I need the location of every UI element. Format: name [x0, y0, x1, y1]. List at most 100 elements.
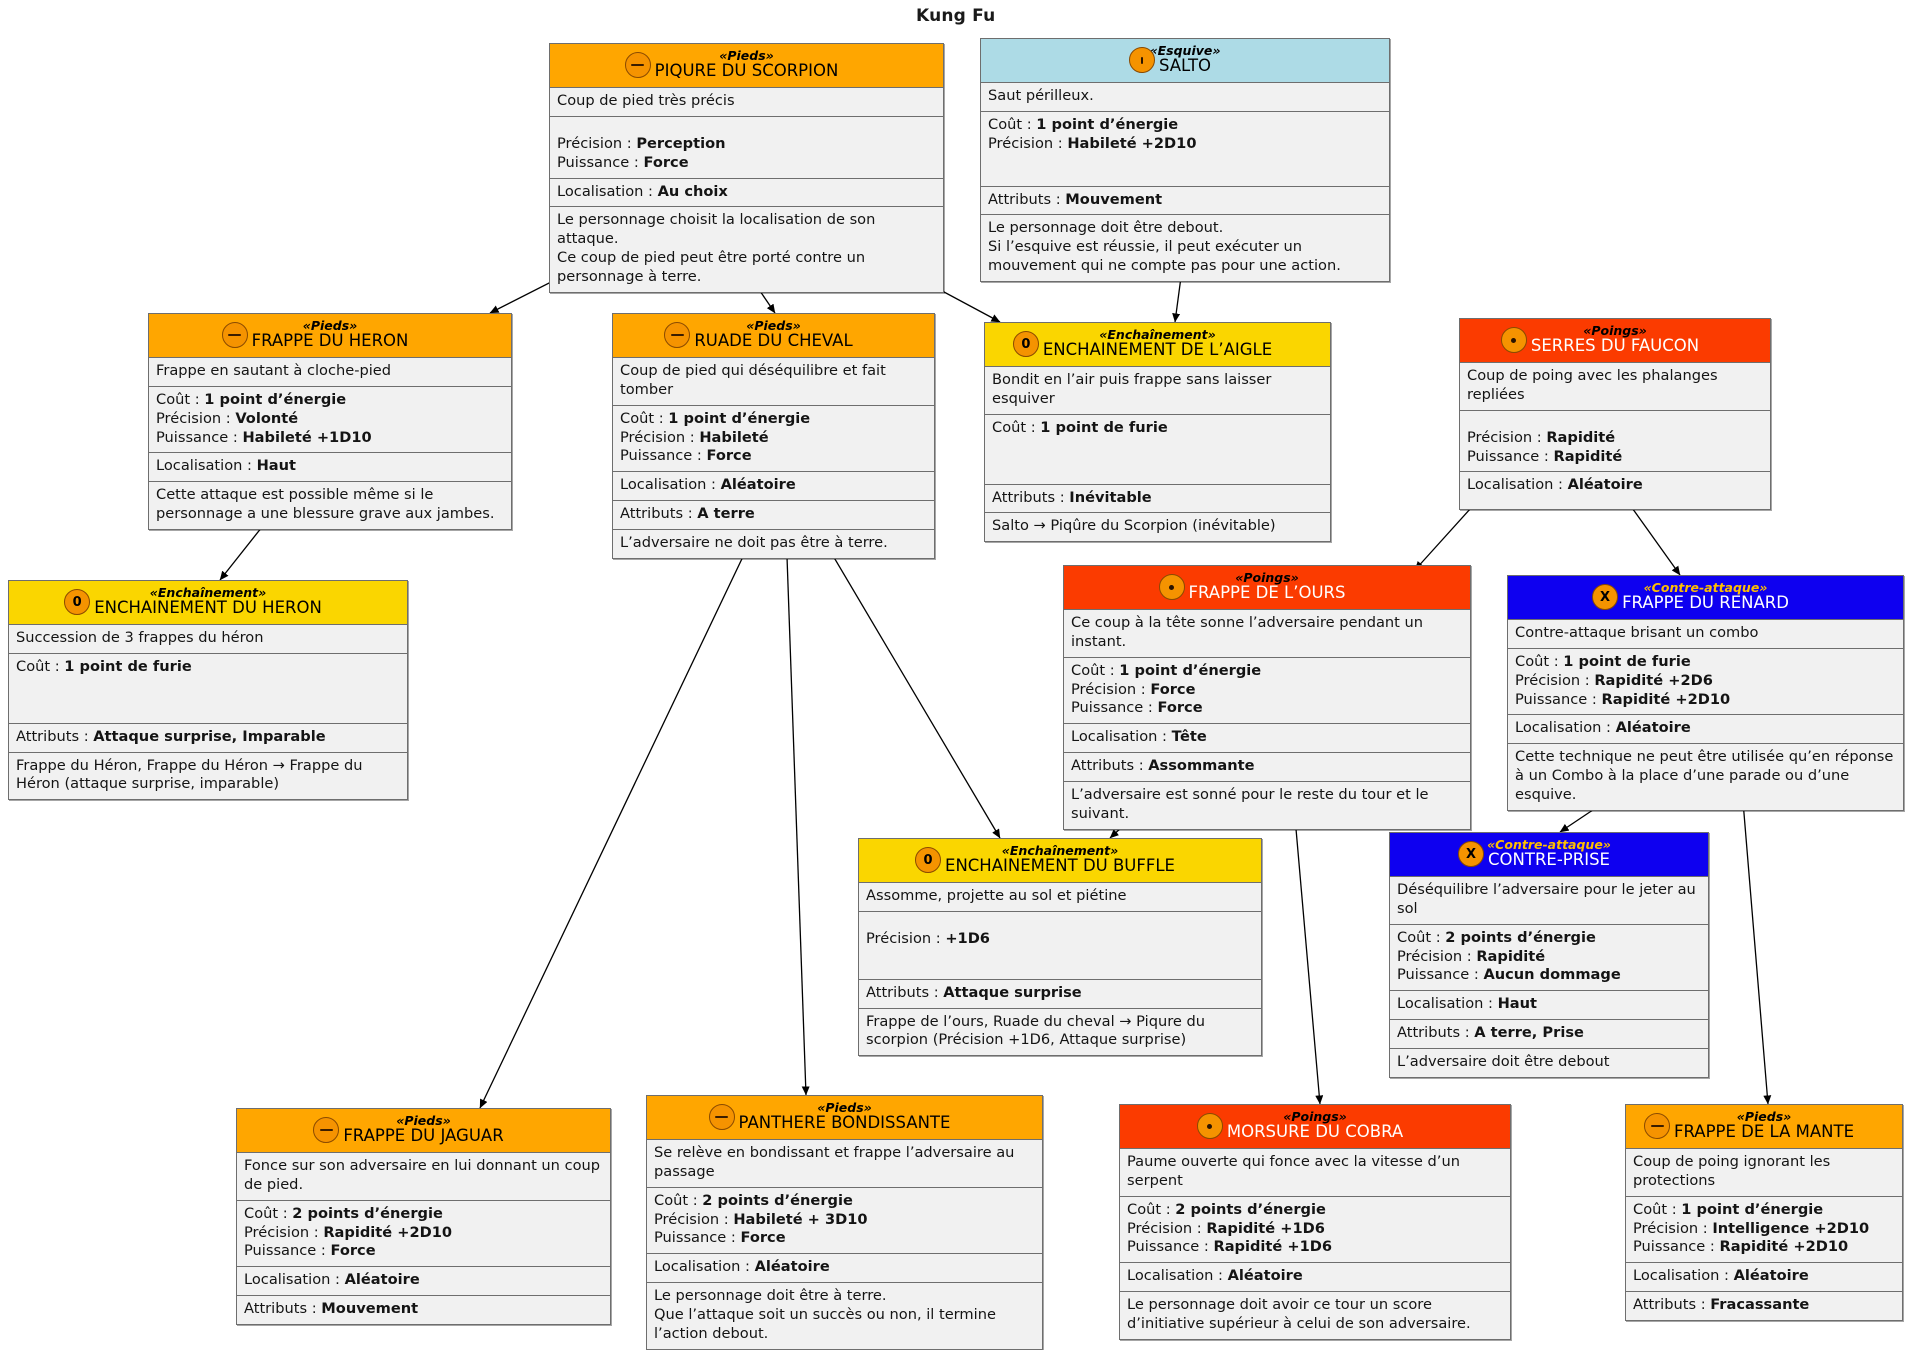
localisation-value: Aléatoire [1227, 1267, 1303, 1285]
cout-value: 1 point de furie [1563, 652, 1691, 670]
stereotype-label: «Pieds» [1736, 1109, 1792, 1124]
card-stats: Coût : 2 points d’énergie Précision : Ha… [647, 1188, 1042, 1255]
card-description: Déséquilibre l’adversaire pour le jeter … [1390, 877, 1708, 925]
precision-label: Précision : [620, 428, 700, 446]
localisation-label: Localisation : [1397, 995, 1498, 1013]
card-morsure-du-cobra[interactable]: «Poings» MORSURE DU COBRA Paume ouverte … [1119, 1104, 1511, 1341]
stereotype-label: «Pieds» [817, 1100, 872, 1115]
localisation-value: Aléatoire [720, 476, 796, 494]
card-attributs: Attributs : Inévitable [985, 485, 1330, 514]
cout-value: 2 points d’énergie [1445, 928, 1596, 946]
card-localisation: Localisation : Tête [1064, 724, 1470, 754]
card-frappe-du-renard[interactable]: X «Contre-attaque» FRAPPE DU RENARD Cont… [1507, 575, 1904, 812]
card-piqure-du-scorpion[interactable]: «Pieds» PIQURE DU SCORPION Coup de pied … [549, 43, 944, 294]
card-note: L’adversaire ne doit pas être à terre. [620, 534, 888, 552]
attributs-value: Attaque surprise [943, 983, 1082, 1001]
zero-icon: 0 [915, 847, 942, 874]
card-localisation: Localisation : Aléatoire [237, 1267, 610, 1297]
card-title: ENCHAINEMENT DU HERON [94, 598, 322, 618]
puissance-label: Puissance : [654, 1229, 741, 1247]
card-frappe-du-heron[interactable]: «Pieds» FRAPPE DU HERON Frappe en sautan… [148, 313, 512, 531]
card-title: PANTHERE BONDISSANTE [738, 1113, 951, 1133]
precision-value: Habileté +2D10 [1067, 134, 1197, 152]
stereotype-label: «Enchaînement» [1001, 843, 1119, 858]
puissance-value: Rapidité +2D10 [1601, 690, 1731, 708]
card-stats: Coût : 1 point d’énergie Précision : For… [1064, 658, 1470, 725]
precision-value: Force [1150, 680, 1196, 698]
puissance-label: Puissance : [557, 153, 644, 171]
card-header: «Poings» MORSURE DU COBRA [1120, 1105, 1510, 1149]
attributs-value: Mouvement [321, 1300, 419, 1318]
card-header: «Esquive» SALTO [981, 39, 1389, 83]
card-description: Fonce sur son adversaire en lui donnant … [237, 1153, 610, 1201]
precision-label: Précision : [1397, 947, 1477, 965]
stereotype-label: «Esquive» [1149, 43, 1221, 58]
precision-value: Perception [636, 134, 726, 152]
card-stats: Précision : +1D6 [859, 912, 1261, 980]
attributs-label: Attributs : [620, 505, 698, 523]
localisation-value: Au choix [657, 182, 728, 200]
attributs-label: Attributs : [866, 983, 944, 1001]
precision-label: Précision : [654, 1210, 734, 1228]
card-header: 0 «Enchaînement» ENCHAINEMENT DE L’AIGLE [985, 323, 1330, 367]
cout-label: Coût : [156, 390, 205, 408]
card-title: PIQURE DU SCORPION [654, 61, 839, 81]
minus-icon [624, 52, 651, 79]
card-header: «Pieds» FRAPPE DU JAGUAR [237, 1109, 610, 1153]
card-enchainement-du-heron[interactable]: 0 «Enchaînement» ENCHAINEMENT DU HERON S… [8, 580, 408, 801]
card-serres-du-faucon[interactable]: «Poings» SERRES DU FAUCON Coup de poing … [1459, 318, 1771, 511]
card-note: L’adversaire doit être debout [1397, 1053, 1610, 1071]
cout-label: Coût : [1071, 661, 1120, 679]
attributs-value: Fracassante [1710, 1296, 1810, 1314]
precision-value: Rapidité +1D6 [1206, 1219, 1325, 1237]
cout-value: 1 point d’énergie [1681, 1200, 1824, 1218]
card-note: Frappe du Héron, Frappe du Héron → Frapp… [16, 756, 363, 793]
localisation-label: Localisation : [1515, 719, 1616, 737]
card-note: Frappe de l’ours, Ruade du cheval → Piqu… [866, 1012, 1206, 1049]
card-description: Assomme, projette au sol et piétine [859, 883, 1261, 912]
card-stats: Coût : 1 point de furie Précision : Rapi… [1508, 649, 1903, 716]
localisation-value: Aléatoire [344, 1271, 420, 1289]
minus-icon [313, 1117, 340, 1144]
dot-icon [1500, 327, 1527, 354]
puissance-label: Puissance : [1467, 447, 1554, 465]
precision-label: Précision : [1127, 1219, 1207, 1237]
card-note: Le personnage doit être debout. Si l’esq… [988, 219, 1341, 275]
x-icon: X [1458, 841, 1485, 868]
card-note: Le personnage doit être à terre. Que l’a… [654, 1287, 996, 1343]
cout-value: 2 points d’énergie [1175, 1200, 1326, 1218]
localisation-label: Localisation : [620, 476, 721, 494]
cout-label: Coût : [654, 1191, 703, 1209]
card-note: Cette attaque est possible même si le pe… [156, 486, 495, 523]
minus-icon [1644, 1113, 1670, 1140]
card-title: FRAPPE DU RENARD [1622, 593, 1789, 613]
localisation-label: Localisation : [557, 182, 658, 200]
card-attributs: Attributs : Assommante [1064, 753, 1470, 783]
check-icon [1128, 47, 1155, 74]
card-salto[interactable]: «Esquive» SALTO Saut périlleux. Coût : 1… [980, 38, 1390, 283]
card-description: Paume ouverte qui fonce avec la vitesse … [1120, 1149, 1510, 1197]
card-panthere-bondissante[interactable]: «Pieds» PANTHERE BONDISSANTE Se relève e… [646, 1095, 1043, 1350]
card-frappe-de-lours[interactable]: «Poings» FRAPPE DE L’OURS Ce coup à la t… [1063, 565, 1471, 831]
attributs-value: A terre [697, 505, 755, 523]
card-attributs: Attributs : Fracassante [1626, 1292, 1902, 1320]
page-title: Kung Fu [916, 6, 996, 26]
puissance-label: Puissance : [1071, 699, 1158, 717]
stereotype-label: «Contre-attaque» [1643, 580, 1768, 595]
card-enchainement-de-laigle[interactable]: 0 «Enchaînement» ENCHAINEMENT DE L’AIGLE… [984, 322, 1331, 543]
card-localisation: Localisation : Aléatoire [647, 1254, 1042, 1284]
card-title: ENCHAINEMENT DE L’AIGLE [1042, 340, 1273, 360]
card-enchainement-du-buffle[interactable]: 0 «Enchaînement» ENCHAINEMENT DU BUFFLE … [858, 838, 1262, 1057]
card-ruade-du-cheval[interactable]: «Pieds» RUADE DU CHEVAL Coup de pied qui… [612, 313, 935, 560]
puissance-label: Puissance : [1397, 966, 1484, 984]
card-header: 0 «Enchaînement» ENCHAINEMENT DU HERON [9, 581, 407, 625]
card-localisation: Localisation : Aléatoire [1120, 1263, 1510, 1293]
puissance-label: Puissance : [620, 447, 707, 465]
localisation-label: Localisation : [1633, 1267, 1734, 1285]
card-localisation: Localisation : Aléatoire [1626, 1263, 1902, 1293]
card-frappe-de-la-mante[interactable]: «Pieds» FRAPPE DE LA MANTE Coup de poing… [1625, 1104, 1903, 1322]
puissance-label: Puissance : [1515, 690, 1602, 708]
card-header: «Poings» FRAPPE DE L’OURS [1064, 566, 1470, 610]
card-contre-prise[interactable]: X «Contre-attaque» CONTRE-PRISE Déséquil… [1389, 832, 1709, 1079]
card-frappe-du-jaguar[interactable]: «Pieds» FRAPPE DU JAGUAR Fonce sur son a… [236, 1108, 611, 1326]
